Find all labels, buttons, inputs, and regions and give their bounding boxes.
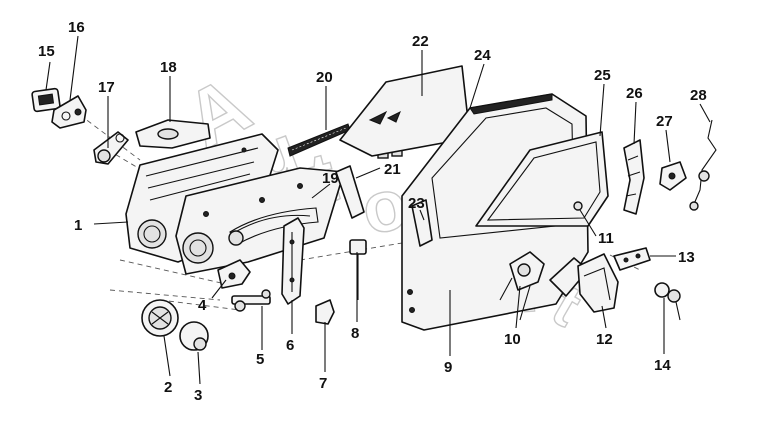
part-3-speaker-cover [179,321,209,351]
part-10-lock [499,251,545,321]
callout-19: 19 [322,170,339,187]
callout-labels: 1 2 3 4 5 6 7 8 9 10 11 12 13 14 15 16 1… [38,19,707,404]
callout-5: 5 [256,351,264,368]
callout-12: 12 [596,331,613,348]
part-28-rod [689,119,717,211]
callout-16: 16 [68,19,85,36]
callout-9: 9 [444,359,452,376]
part-15-switch [31,87,61,113]
part-14-cylinder [654,282,681,321]
callout-20: 20 [316,69,333,86]
callout-17: 17 [98,79,115,96]
part-5-check-strap [231,289,271,312]
part-18-armrest [135,119,211,149]
callout-28: 28 [690,87,707,104]
part-22-window-glass [339,65,471,157]
callout-15: 15 [38,43,55,60]
part-17-handle [93,131,129,165]
callout-27: 27 [656,113,673,130]
callout-6: 6 [286,337,294,354]
callout-26: 26 [626,85,643,102]
part-16-bezel [51,95,87,129]
callout-4: 4 [198,297,207,314]
part-4-bracket [217,259,251,289]
part-11-knob [573,201,583,211]
callout-25: 25 [594,67,611,84]
callout-24: 24 [474,47,491,64]
callout-21: 21 [384,161,401,178]
part-7-clip [315,299,335,325]
part-2-speaker [141,299,179,337]
callout-13: 13 [678,249,695,266]
callout-10: 10 [504,331,521,348]
callout-11: 11 [598,230,614,247]
part-27-striker [659,161,687,191]
callout-14: 14 [654,357,671,374]
callout-8: 8 [351,325,359,342]
callout-23: 23 [408,195,425,212]
leader-lines [45,35,711,385]
window-regulator [228,207,319,246]
part-6-guide-rail [281,217,305,305]
part-26-latch [623,139,645,215]
part-12-mirror [549,253,619,313]
part-8-rod-bracket [349,239,367,300]
part-23-hinge [411,199,433,247]
part-13-outer-handle [613,247,651,271]
callout-18: 18 [160,59,177,76]
callout-2: 2 [164,379,172,396]
callout-1: 1 [74,217,82,234]
callout-3: 3 [194,387,202,404]
callout-7: 7 [319,375,327,392]
callout-22: 22 [412,33,429,50]
